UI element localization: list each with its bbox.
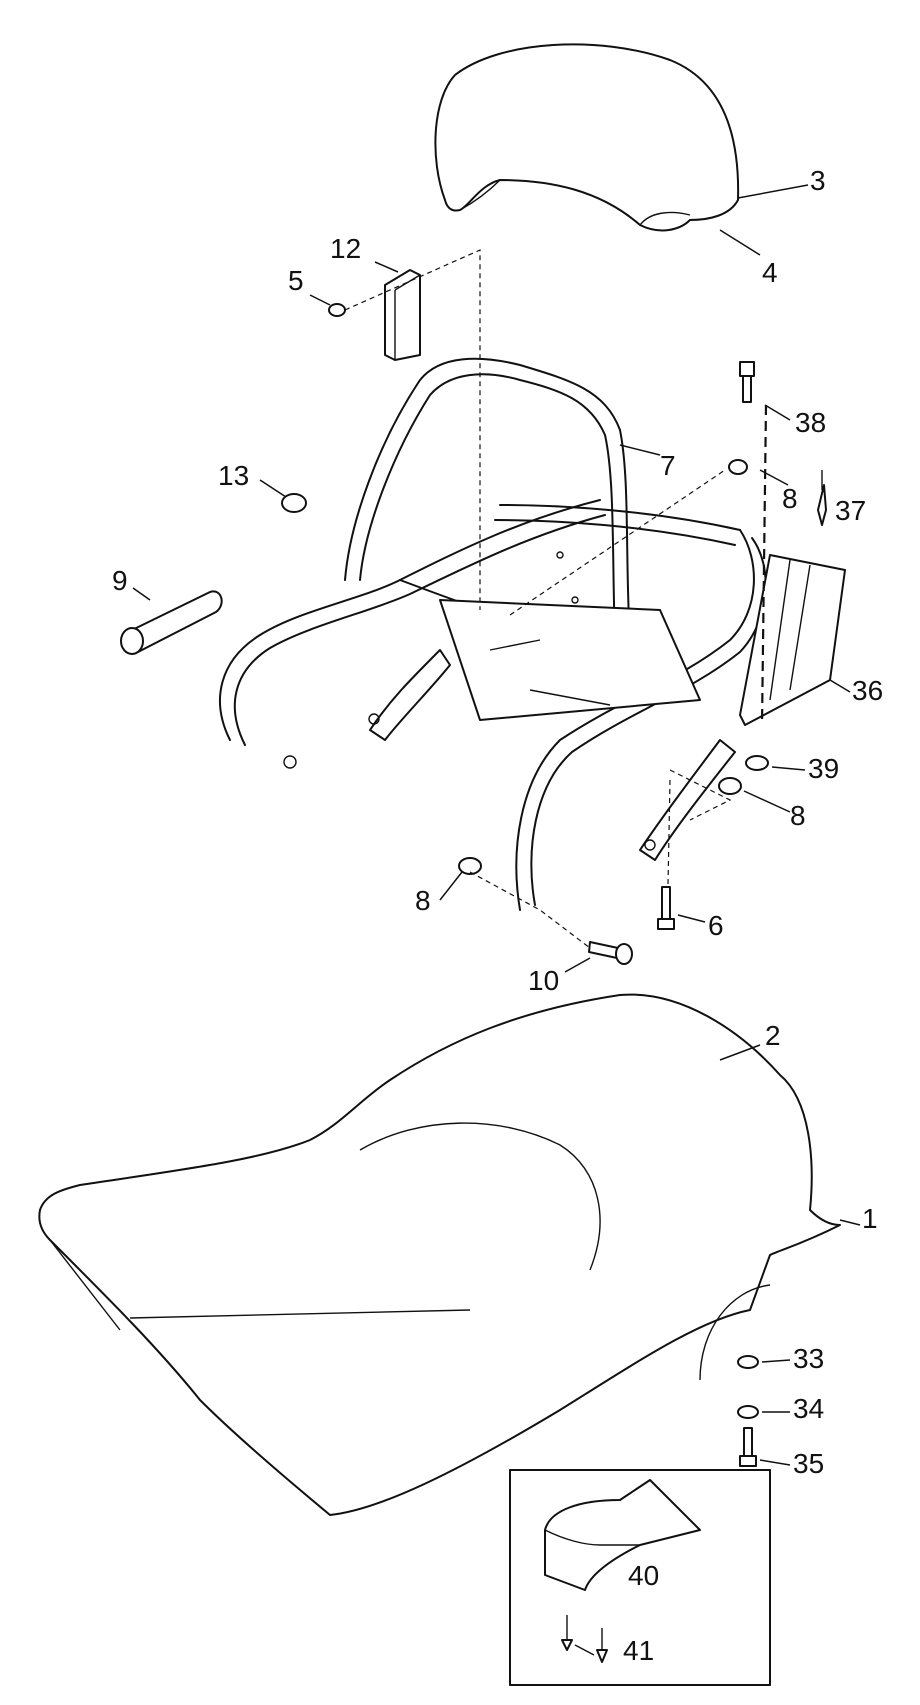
seat-cushion: [38, 993, 841, 1516]
grommet-13: [281, 493, 307, 513]
lower-frame-36: [739, 554, 846, 726]
callout-6: 6: [708, 910, 724, 941]
assembly-lines: [344, 249, 768, 949]
nut-8-left: [458, 857, 482, 875]
washer-8-top: [728, 459, 748, 475]
bolt-10: [588, 941, 633, 965]
callout-8: 8: [415, 885, 431, 916]
callout-37: 37: [835, 495, 866, 526]
sleeve-9: [120, 590, 223, 655]
callout-9: 9: [112, 565, 128, 596]
callout-8: 8: [790, 800, 806, 831]
callout-1: 1: [862, 1203, 878, 1234]
callout-2: 2: [765, 1020, 781, 1051]
bolt-6: [657, 886, 675, 930]
washer-5: [328, 303, 346, 317]
clip-37: [817, 470, 827, 526]
callout-40: 40: [628, 1560, 659, 1591]
callout-41: 41: [623, 1635, 654, 1666]
callout-4: 4: [762, 257, 778, 288]
callout-36: 36: [852, 675, 883, 706]
callout-12: 12: [330, 233, 361, 264]
callout-38: 38: [795, 407, 826, 438]
bolt-38: [739, 361, 755, 403]
seat-frame: [219, 357, 767, 911]
callout-34: 34: [793, 1393, 824, 1424]
cover-40: [544, 1479, 701, 1591]
callout-5: 5: [288, 265, 304, 296]
fasteners-41: [561, 1615, 608, 1663]
leader-lines: [132, 184, 861, 1466]
washer-34: [737, 1405, 759, 1419]
spacer-block: [384, 269, 421, 361]
washer-33: [737, 1355, 759, 1369]
callout-10: 10: [528, 965, 559, 996]
callout-8: 8: [782, 483, 798, 514]
callout-3: 3: [810, 165, 826, 196]
callout-33: 33: [793, 1343, 824, 1374]
callout-13: 13: [218, 460, 249, 491]
callout-35: 35: [793, 1448, 824, 1479]
backrest-cushion: [434, 43, 740, 232]
washer-39: [745, 755, 769, 771]
callout-39: 39: [808, 753, 839, 784]
inset-frame: [509, 1469, 771, 1686]
nut-8-right: [718, 777, 742, 795]
bolt-35: [739, 1427, 757, 1467]
callout-7: 7: [660, 450, 676, 481]
callout-labels: 3 4 5 12 38 7 8 37 13 9 36 39 8 8 6 10 2…: [112, 165, 883, 1666]
